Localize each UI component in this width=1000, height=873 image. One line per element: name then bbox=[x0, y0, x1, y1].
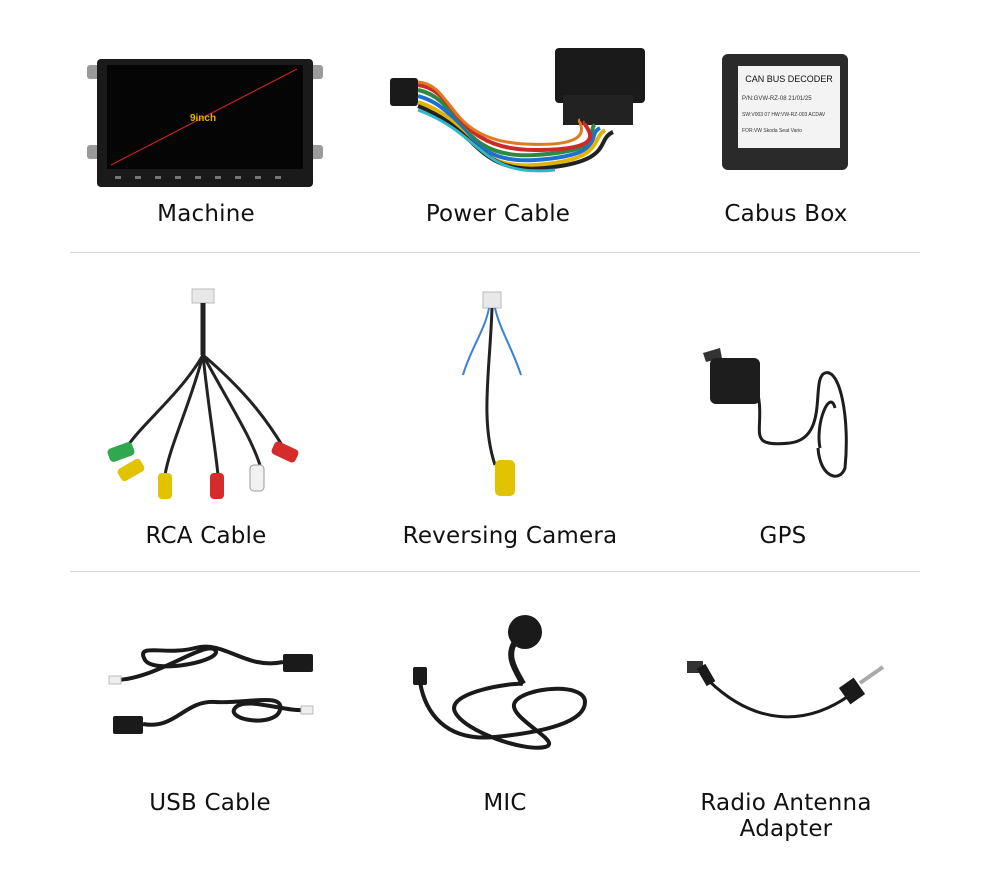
item-mic bbox=[405, 612, 595, 757]
item-label-power-cable: Power Cable bbox=[425, 201, 571, 227]
item-label-radio-antenna-adapter: Radio Antenna Adapter bbox=[700, 790, 872, 842]
item-power-cable bbox=[385, 40, 655, 190]
item-cabus-box: CAN BUS DECODER P/N:GVW-RZ-08 21/01/25 S… bbox=[718, 50, 853, 175]
item-usb-cable bbox=[105, 630, 320, 740]
item-label-mic: MIC bbox=[483, 790, 527, 816]
gps-antenna-icon bbox=[703, 348, 848, 478]
item-reversing-camera bbox=[455, 290, 545, 505]
power-harness-icon bbox=[390, 48, 645, 173]
row-divider-2 bbox=[70, 571, 920, 572]
microphone-icon bbox=[413, 615, 588, 750]
decoder-line-1: P/N:GVW-RZ-08 21/01/25 bbox=[742, 96, 812, 102]
rca-cable-icon bbox=[107, 288, 299, 499]
item-radio-antenna-adapter bbox=[685, 655, 890, 730]
canbus-decoder-icon: CAN BUS DECODER P/N:GVW-RZ-08 21/01/25 S… bbox=[722, 54, 848, 170]
decoder-title-text: CAN BUS DECODER bbox=[745, 74, 833, 84]
item-label-cabus-box: Cabus Box bbox=[724, 201, 848, 227]
decoder-line-2: SW:V003 07 HW:VW-RZ-003 ACDAV bbox=[742, 112, 826, 118]
decoder-line-3: FOR:VW Skoda Seat Vario bbox=[742, 128, 802, 134]
item-label-machine: Machine bbox=[157, 201, 255, 227]
item-label-gps: GPS bbox=[759, 523, 807, 549]
radio-antenna-adapter-icon bbox=[687, 661, 885, 719]
head-unit-screen-icon: 9inch bbox=[87, 59, 323, 187]
item-rca-cable bbox=[100, 285, 305, 505]
item-label-rca-cable: RCA Cable bbox=[145, 523, 267, 549]
row-divider-1 bbox=[70, 252, 920, 253]
reversing-camera-cable-icon bbox=[462, 291, 522, 496]
usb-cable-icon bbox=[108, 644, 314, 734]
item-label-usb-cable: USB Cable bbox=[149, 790, 271, 816]
screen-size-text: 9inch bbox=[190, 113, 216, 124]
item-label-reversing-camera: Reversing Camera bbox=[402, 523, 618, 549]
item-machine: 9inch bbox=[85, 55, 325, 190]
item-gps bbox=[700, 328, 860, 488]
